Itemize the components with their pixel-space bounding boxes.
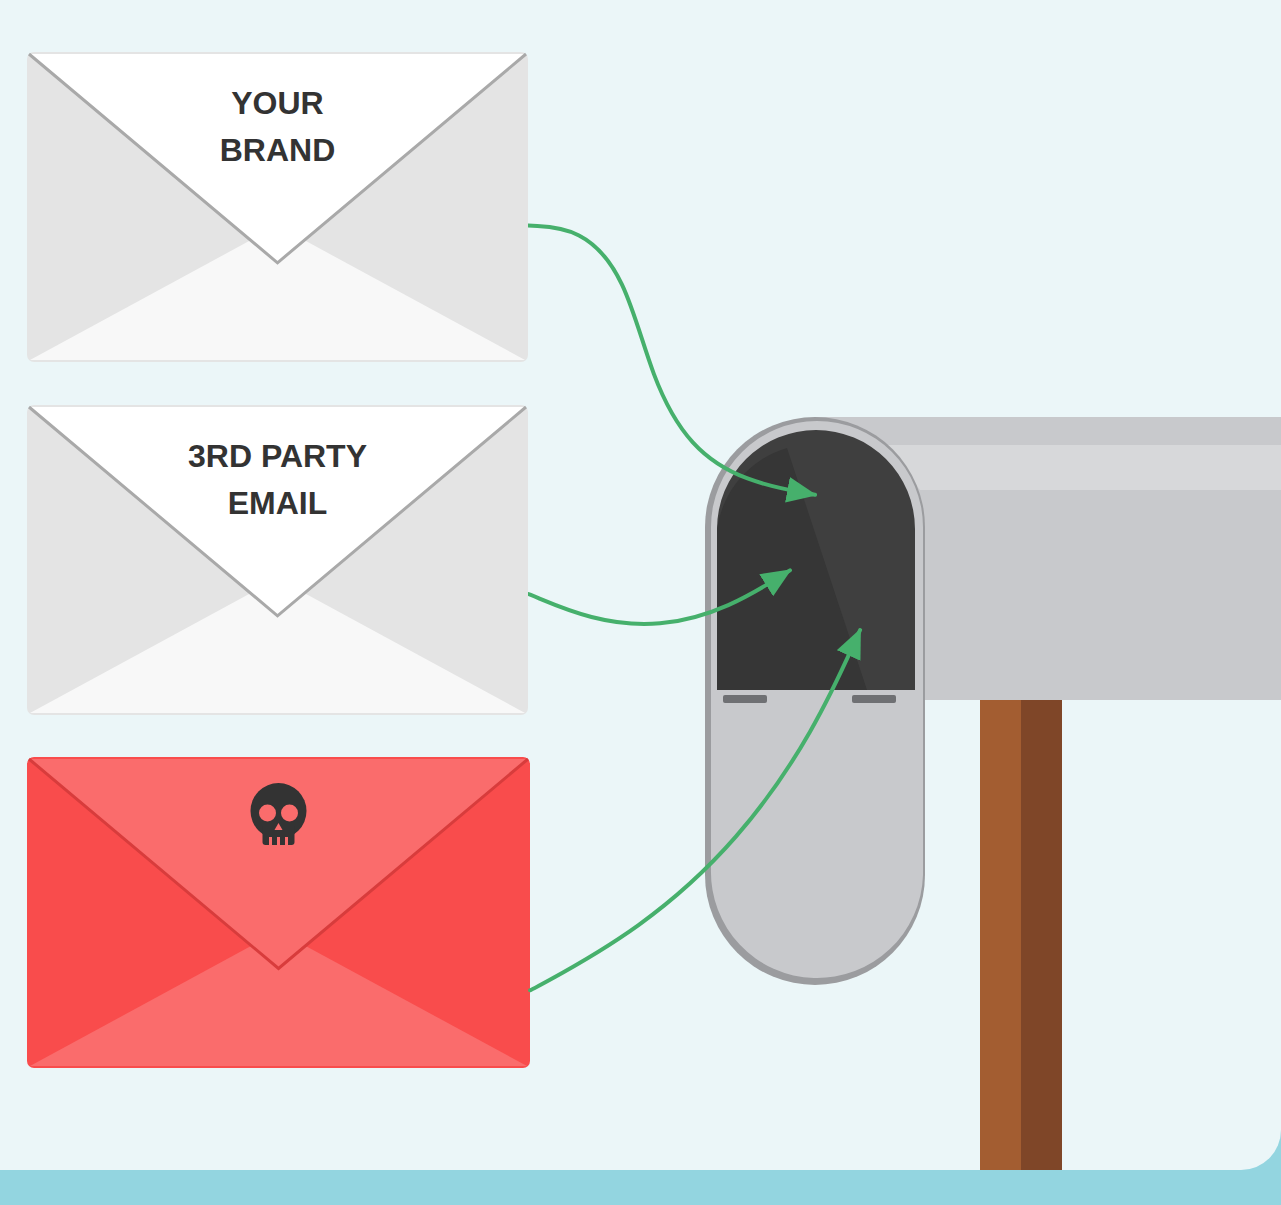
background-panel [0, 0, 1281, 1170]
skull-icon [251, 783, 307, 845]
arrow-connector [528, 226, 815, 495]
malicious-envelope [27, 757, 530, 1068]
mailbox-front-shape [705, 417, 925, 985]
mailbox-post [980, 700, 1062, 1170]
envelope-label: 3RD PARTY EMAIL [175, 433, 381, 527]
envelope: YOUR BRAND [27, 52, 528, 362]
arrow-connector [530, 630, 860, 990]
envelope-label: YOUR BRAND [175, 80, 381, 174]
envelope-label-block: YOUR BRAND [175, 52, 381, 174]
arrow-connector [528, 570, 790, 624]
malicious-envelope-shape [27, 757, 530, 1068]
envelope-label-block: 3RD PARTY EMAIL [175, 405, 381, 527]
envelope: 3RD PARTY EMAIL [27, 405, 528, 715]
mailbox-front [705, 417, 925, 985]
